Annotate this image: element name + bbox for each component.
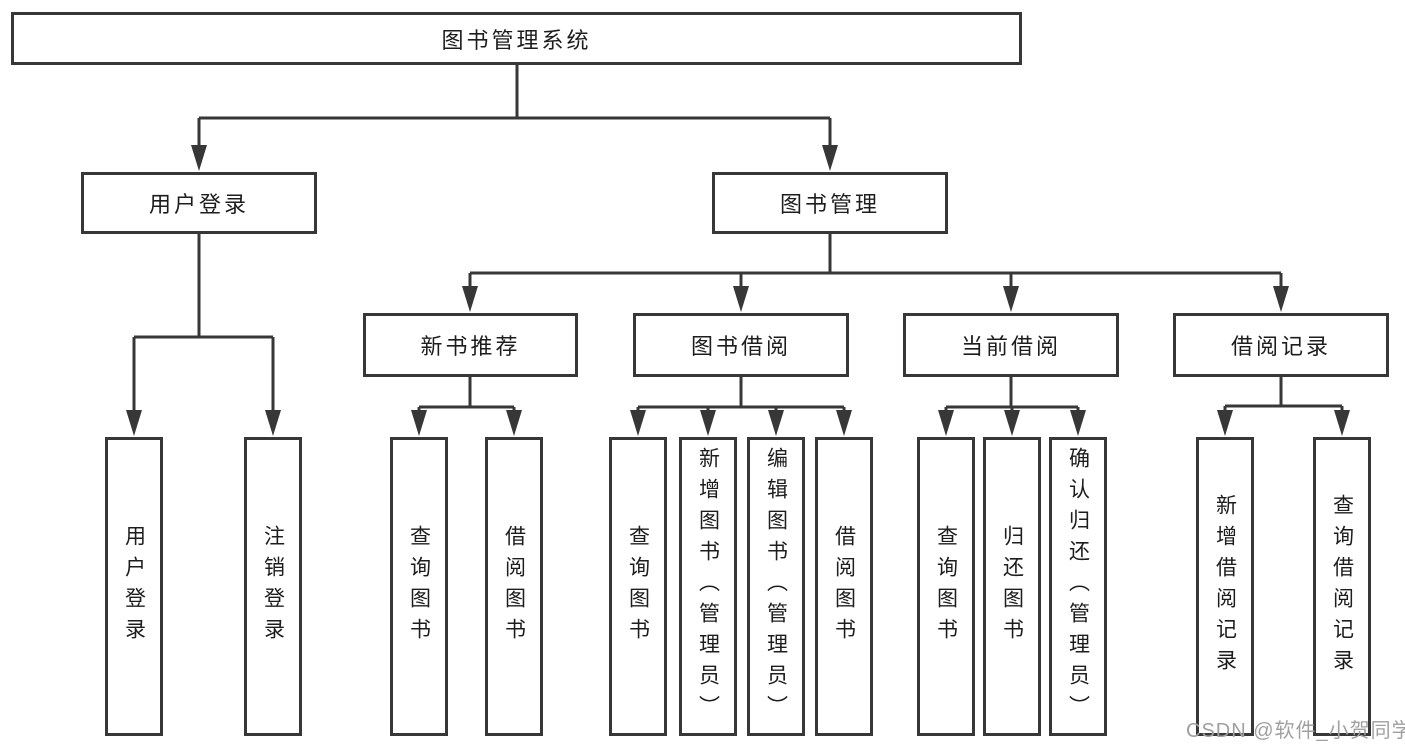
node-label: 借阅图书: [832, 524, 856, 649]
node-label: 新增图书（管理员）: [696, 447, 720, 726]
node-label: 注销登录: [261, 524, 285, 649]
node-label: 查询图书: [626, 524, 650, 649]
leaf-query-books-current: 查询图书: [917, 437, 975, 736]
leaf-logout: 注销登录: [244, 437, 302, 736]
node-new-book-recommend: 新书推荐: [363, 313, 578, 377]
node-label: 编辑图书（管理员）: [764, 447, 788, 726]
leaf-add-borrow-record: 新增借阅记录: [1196, 437, 1254, 736]
node-label: 确认归还（管理员）: [1066, 447, 1090, 726]
leaf-borrow-books: 借阅图书: [815, 437, 873, 736]
node-label: 新书推荐: [420, 334, 521, 359]
leaf-edit-books-admin: 编辑图书（管理员）: [747, 437, 805, 736]
arrowhead-icons: [126, 145, 1350, 436]
leaf-borrow-books-recommend: 借阅图书: [485, 437, 543, 736]
node-label: 归还图书: [1000, 524, 1024, 649]
connector-paths: [132, 65, 1344, 412]
leaf-query-borrow-record: 查询借阅记录: [1313, 437, 1371, 736]
node-book-borrowing: 图书借阅: [633, 313, 849, 377]
node-label: 新增借阅记录: [1213, 493, 1237, 680]
leaf-return-books: 归还图书: [983, 437, 1041, 736]
node-book-management: 图书管理: [712, 172, 948, 234]
node-label: 图书借阅: [690, 334, 791, 359]
leaf-query-books-recommend: 查询图书: [390, 437, 448, 736]
node-label: 查询图书: [407, 524, 431, 649]
node-label: 用户登录: [122, 524, 146, 649]
node-user-login: 用户登录: [81, 172, 317, 234]
node-borrowing-records: 借阅记录: [1173, 313, 1389, 377]
node-label: 查询借阅记录: [1330, 493, 1354, 680]
node-label: 查询图书: [934, 524, 958, 649]
node-label: 当前借阅: [960, 334, 1061, 359]
node-label: 借阅图书: [502, 524, 526, 649]
leaf-user-login: 用户登录: [105, 437, 163, 736]
node-label: 图书管理: [779, 192, 880, 217]
node-root-system: 图书管理系统: [11, 12, 1022, 65]
node-label: 图书管理系统: [441, 27, 592, 53]
leaf-add-books-admin: 新增图书（管理员）: [679, 437, 737, 736]
node-label: 用户登录: [148, 192, 249, 217]
csdn-watermark: CSDN @软件_小贺同学: [1186, 720, 1405, 742]
node-label: 借阅记录: [1230, 334, 1331, 359]
node-current-borrowing: 当前借阅: [903, 313, 1119, 377]
leaf-confirm-return-admin: 确认归还（管理员）: [1049, 437, 1107, 736]
leaf-query-books-borrowing: 查询图书: [609, 437, 667, 736]
